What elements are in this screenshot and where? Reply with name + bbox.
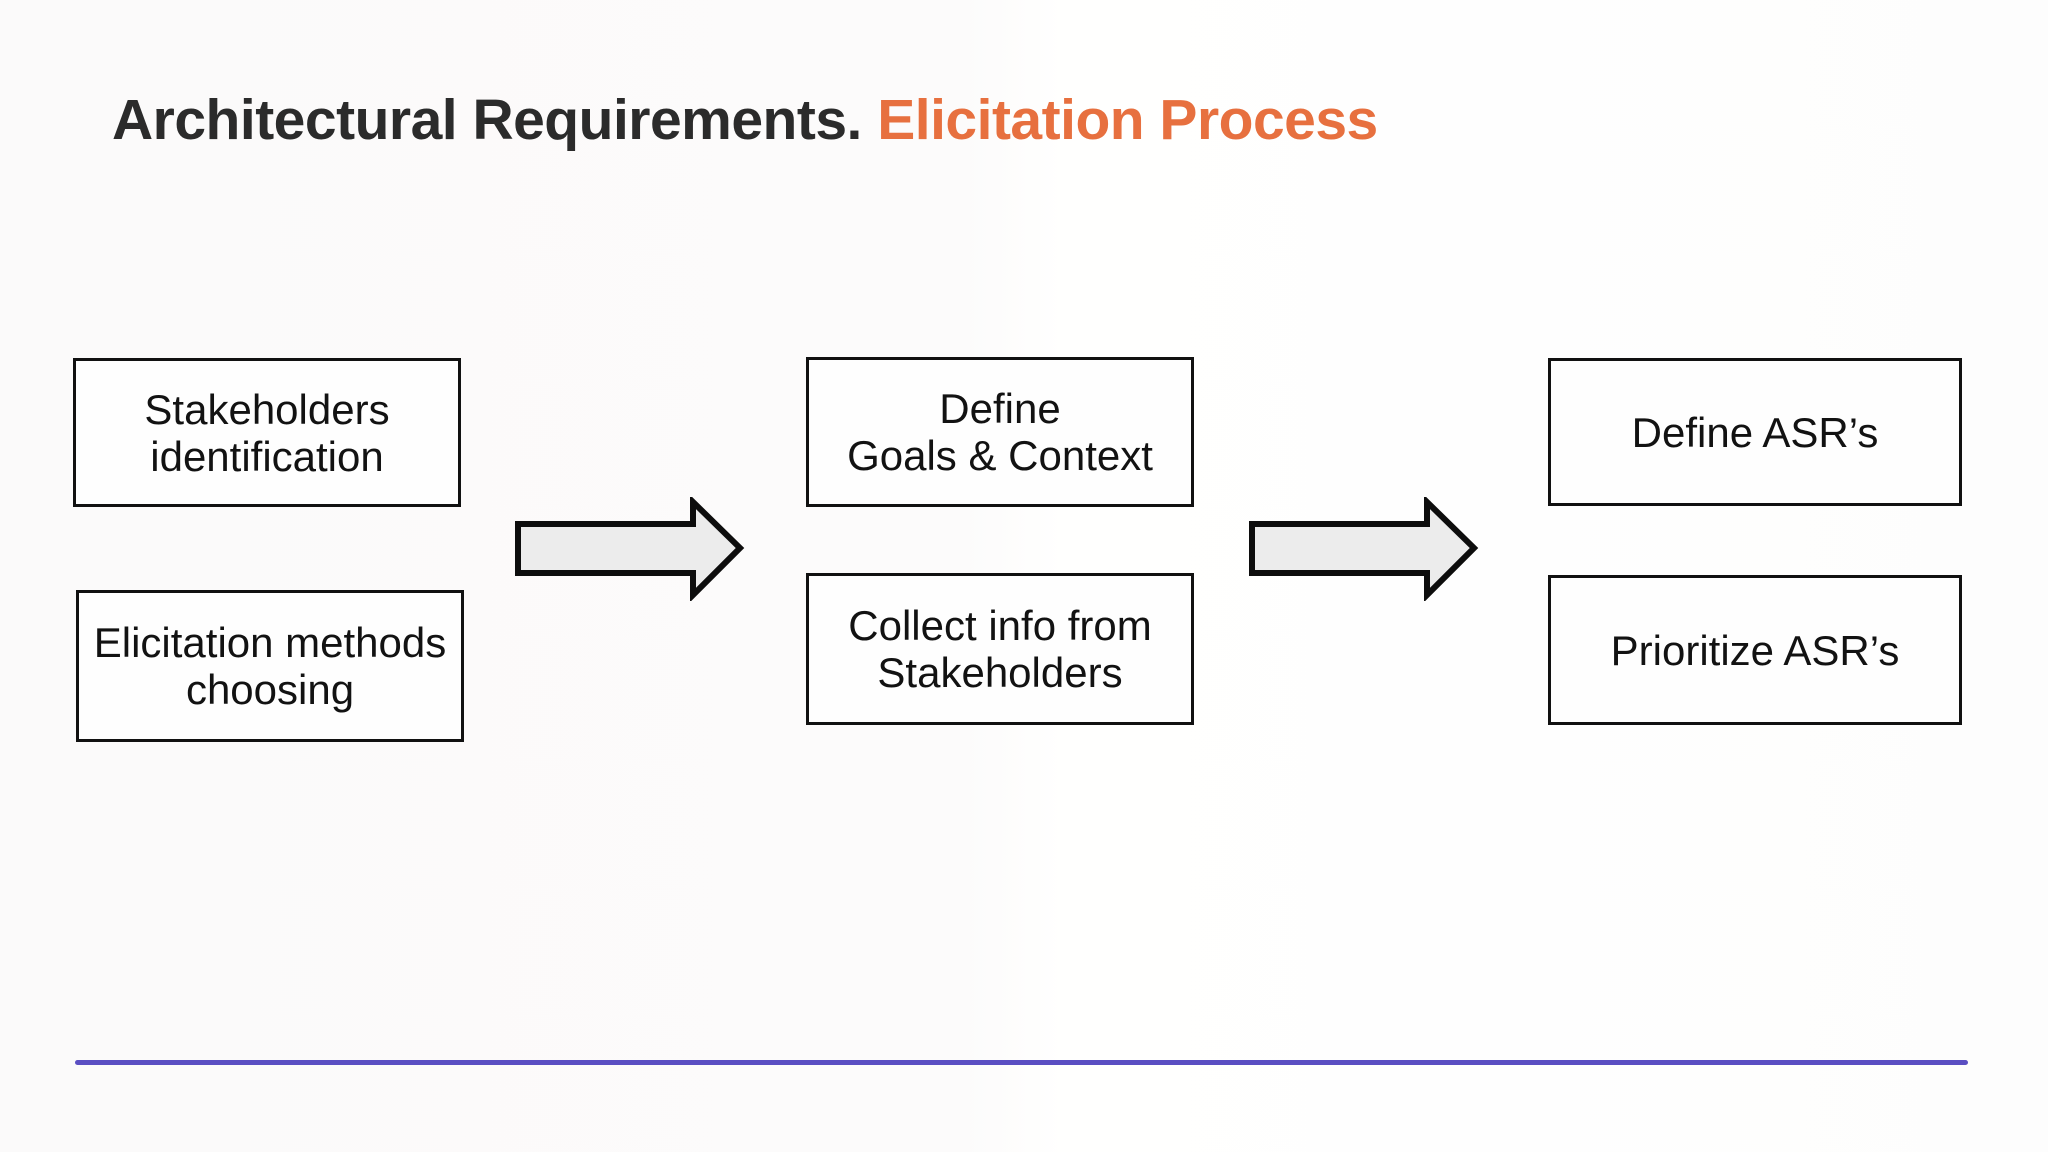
page-title-accent: Elicitation Process xyxy=(861,88,1378,152)
flow-box-text-line: identification xyxy=(150,432,384,480)
page-title: Architectural Requirements. Elicitation … xyxy=(112,86,1378,154)
flow-box-collect-info-from-stakeholders: Collect info from Stakeholders xyxy=(806,573,1194,725)
flow-box-text-line: choosing xyxy=(185,666,355,713)
flow-box-text-line: Goals & Context xyxy=(847,432,1153,479)
flow-box-stakeholders-identification: Stakeholders identification xyxy=(73,358,461,507)
page-title-primary: Architectural Requirements. xyxy=(112,88,862,152)
flow-box-text-line: Elicitation methods xyxy=(93,619,447,666)
flow-box-text-line: Define ASR’s xyxy=(1631,408,1879,456)
flow-box-define-goals-context: Define Goals & Context xyxy=(806,357,1194,507)
flow-box-define-asrs: Define ASR’s xyxy=(1548,358,1962,506)
flow-box-text-line: Collect info from xyxy=(848,602,1152,649)
flow-box-text-line: Define xyxy=(939,385,1061,432)
right-arrow-icon xyxy=(515,497,745,601)
flow-box-prioritize-asrs: Prioritize ASR’s xyxy=(1548,575,1962,725)
flow-box-text-line: Prioritize ASR’s xyxy=(1610,626,1900,674)
flow-box-elicitation-methods-choosing: Elicitation methods choosing xyxy=(76,590,464,742)
flow-box-text-line: Stakeholders xyxy=(877,649,1123,696)
right-arrow-icon xyxy=(1249,497,1479,601)
divider-line xyxy=(75,1060,1968,1065)
flow-box-text-line: Stakeholders xyxy=(144,385,390,433)
